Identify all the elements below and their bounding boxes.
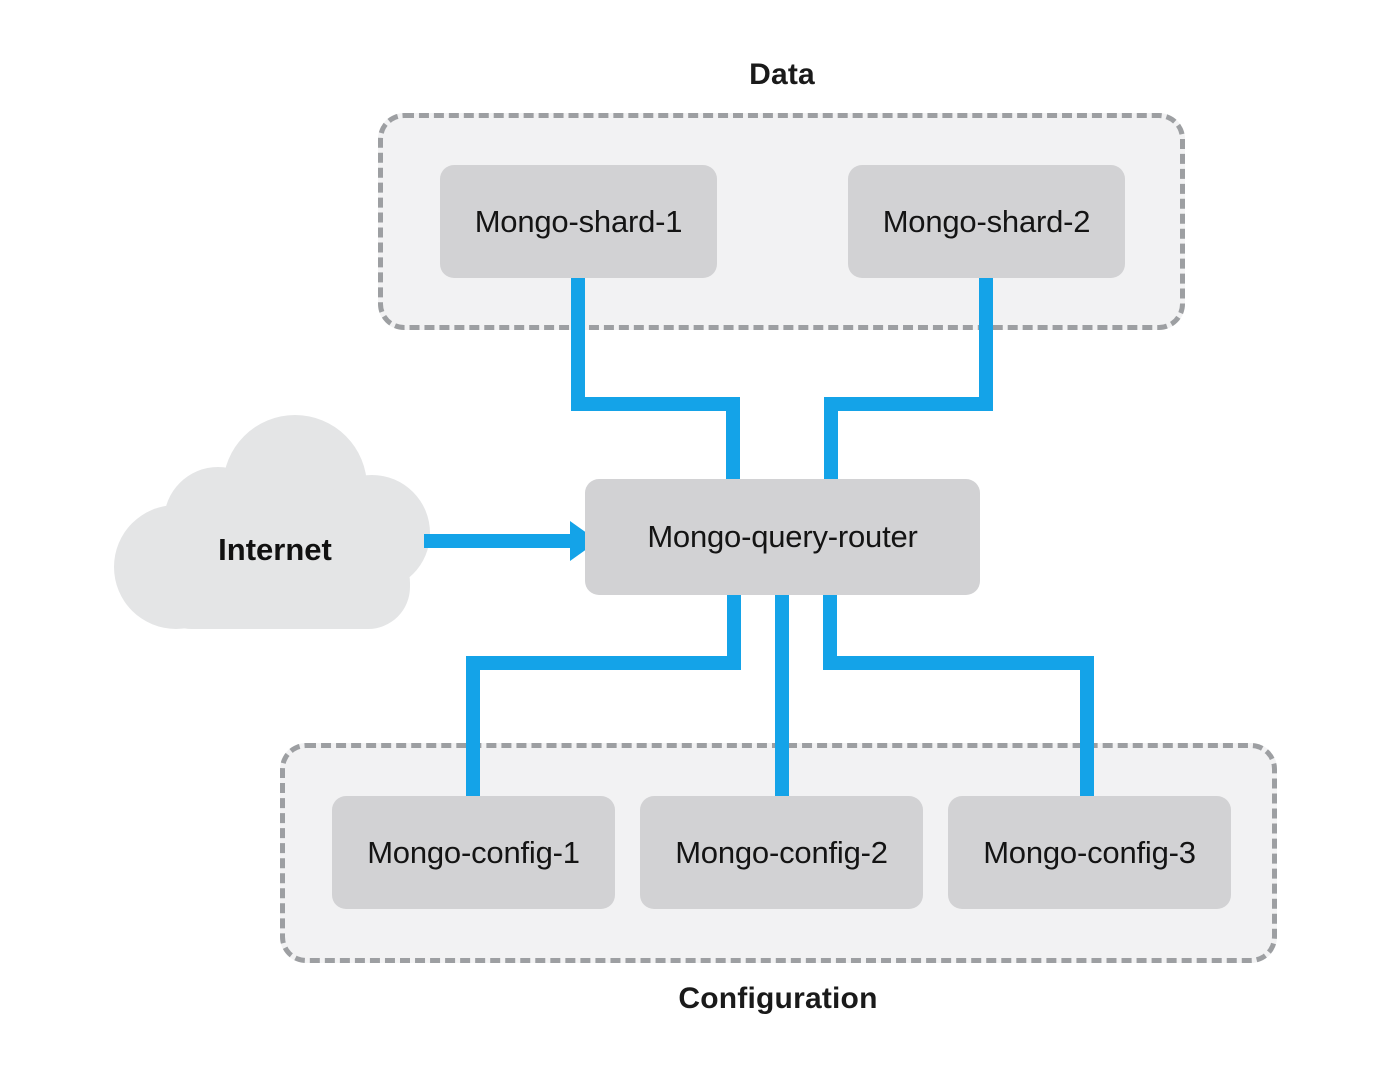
edge-shard1-router-segment-vertical-bottom xyxy=(726,397,740,489)
node-mongo-config-1[interactable]: Mongo-config-1 xyxy=(332,796,615,909)
edge-router-config3-segment-vertical-top xyxy=(823,590,837,670)
node-label-mongo-config-3: Mongo-config-3 xyxy=(983,834,1196,870)
edge-router-config2-tail xyxy=(775,743,789,806)
edge-router-config3-segment-horizontal xyxy=(823,656,1094,670)
edge-shard2-router-segment-vertical-top xyxy=(979,268,993,411)
node-mongo-shard-1[interactable]: Mongo-shard-1 xyxy=(440,165,717,278)
edge-shard1-router-segment-vertical-top xyxy=(571,268,585,411)
node-label-mongo-query-router: Mongo-query-router xyxy=(647,519,918,554)
edge-router-config1-tail xyxy=(466,743,480,806)
cloud-icon xyxy=(114,415,430,629)
node-mongo-config-3[interactable]: Mongo-config-3 xyxy=(948,796,1231,909)
node-mongo-config-2[interactable]: Mongo-config-2 xyxy=(640,796,923,909)
node-label-mongo-shard-2: Mongo-shard-2 xyxy=(882,203,1091,239)
arrow-right-icon xyxy=(424,521,598,561)
node-label-mongo-shard-1: Mongo-shard-1 xyxy=(474,203,683,239)
node-mongo-query-router[interactable]: Mongo-query-router xyxy=(585,479,980,595)
edge-router-config1-segment-horizontal xyxy=(466,656,741,670)
node-label-mongo-config-1: Mongo-config-1 xyxy=(367,834,580,870)
node-label-internet: Internet xyxy=(218,532,332,567)
node-label-mongo-config-2: Mongo-config-2 xyxy=(675,834,888,870)
edge-shard2-router-segment-horizontal xyxy=(824,397,993,411)
edge-shard2-router-segment-vertical-bottom xyxy=(824,397,838,489)
edge-router-config3-tail xyxy=(1080,743,1094,806)
group-caption-configuration: Configuration xyxy=(678,982,878,1015)
node-mongo-shard-2[interactable]: Mongo-shard-2 xyxy=(848,165,1125,278)
edge-router-config1-segment-vertical-top xyxy=(727,590,741,670)
edge-shard1-router-segment-horizontal xyxy=(571,397,740,411)
group-caption-data: Data xyxy=(749,58,815,91)
